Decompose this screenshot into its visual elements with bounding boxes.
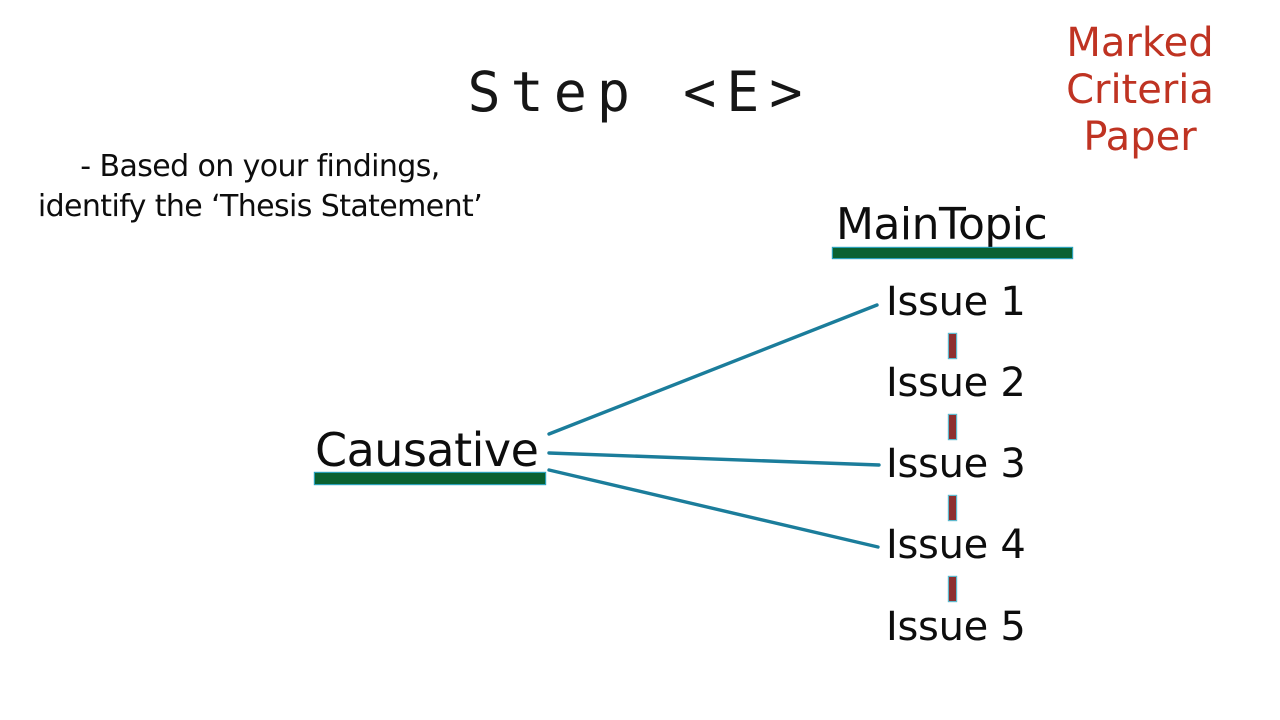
connector-line-issue-3 [547, 451, 881, 467]
instruction-line-1: - Based on your findings, [80, 149, 440, 184]
marked-criteria-line-1: Marked [1066, 20, 1214, 66]
marked-criteria-line-3: Paper [1083, 113, 1197, 160]
issue-item-5: Issue 5 [886, 604, 1026, 650]
issue-item-1: Issue 1 [886, 279, 1026, 325]
causative-label: Causative [315, 423, 539, 477]
main-topic-label: MainTopic [836, 199, 1048, 250]
issue-separator-dash-4 [949, 577, 956, 601]
slide-title: Step <E> [467, 60, 813, 124]
instruction-text: - Based on your findings, identify the ‘… [10, 147, 510, 226]
issue-item-4: Issue 4 [886, 522, 1026, 568]
issue-separator-dash-2 [949, 415, 956, 439]
instruction-line-2: identify the ‘Thesis Statement’ [37, 188, 483, 224]
causative-underline-bar [315, 473, 545, 484]
issue-item-3: Issue 3 [886, 441, 1026, 487]
marked-criteria-note: Marked Criteria Paper [1040, 20, 1240, 160]
main-topic-underline-bar [833, 248, 1072, 258]
marked-criteria-line-2: Criteria [1066, 66, 1214, 113]
connector-line-issue-1 [547, 303, 879, 436]
connector-line-issue-4 [547, 468, 880, 549]
issue-separator-dash-1 [949, 334, 956, 358]
issue-separator-dash-3 [949, 496, 956, 520]
issue-item-2: Issue 2 [886, 360, 1026, 406]
